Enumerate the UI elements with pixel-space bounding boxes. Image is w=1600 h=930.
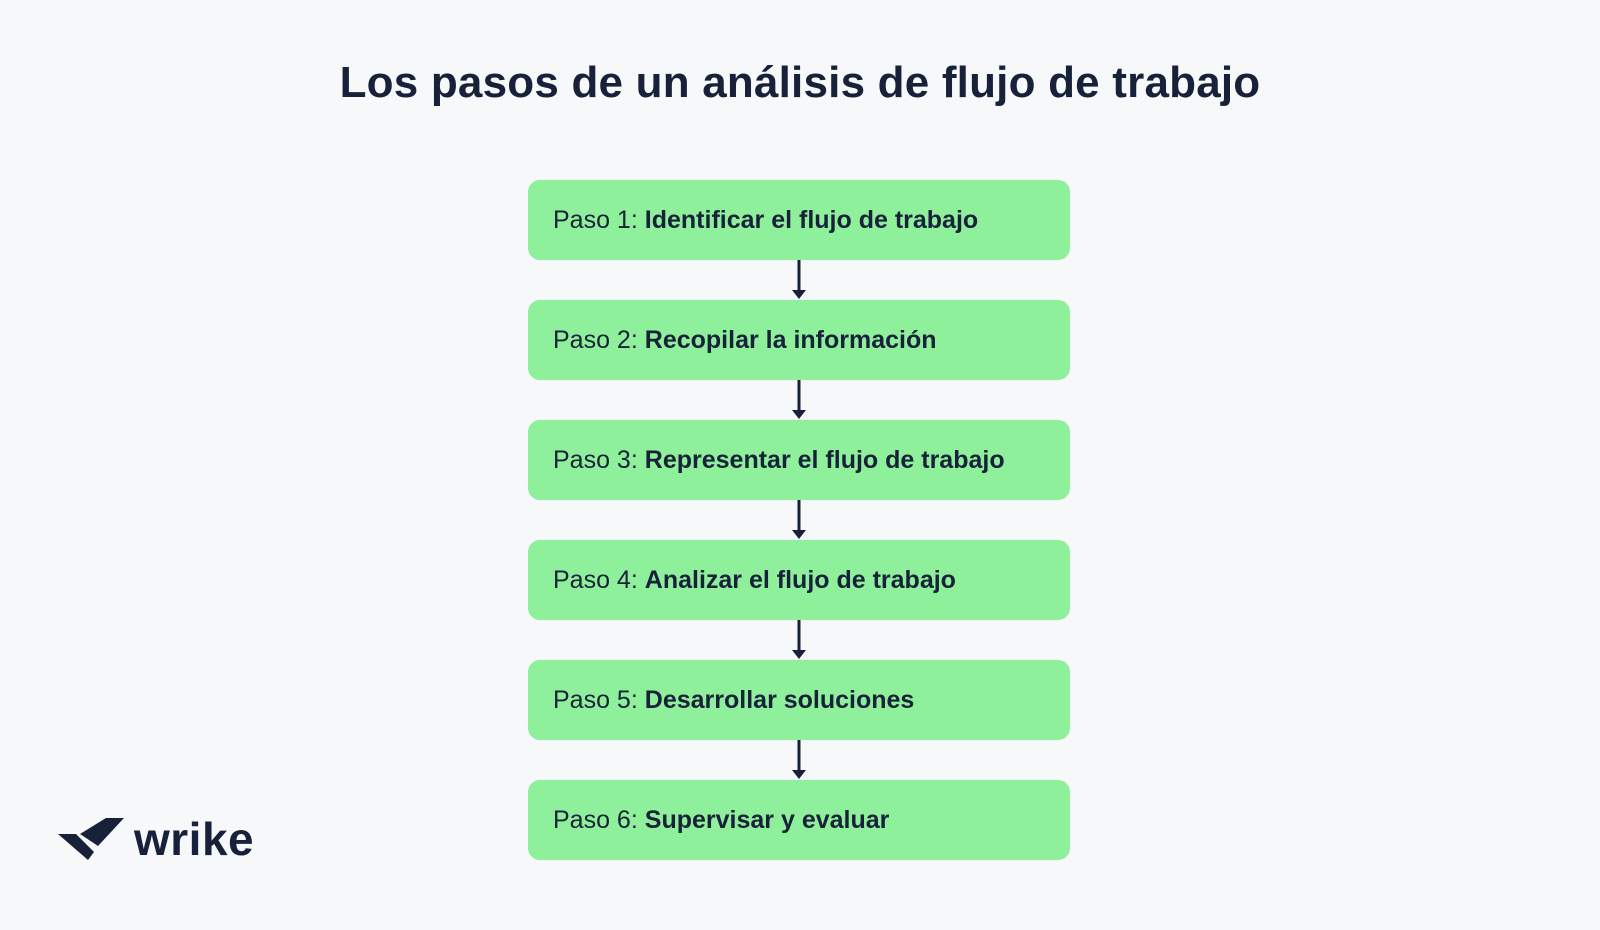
arrow-down-icon	[792, 740, 806, 779]
step-prefix: Paso 2:	[553, 325, 638, 354]
step-label: Desarrollar soluciones	[644, 685, 915, 714]
step-box-5: Paso 5: Desarrollar soluciones	[528, 660, 1070, 740]
step-box-1: Paso 1: Identificar el flujo de trabajo	[528, 180, 1070, 260]
wrike-check-icon	[58, 818, 124, 860]
step-box-3: Paso 3: Representar el flujo de trabajo	[528, 420, 1070, 500]
arrow-down-icon	[792, 380, 806, 419]
step-prefix: Paso 1:	[553, 205, 638, 234]
step-prefix: Paso 6:	[553, 805, 638, 834]
step-prefix: Paso 3:	[553, 445, 638, 474]
arrow-down-icon	[792, 500, 806, 539]
step-label: Analizar el flujo de trabajo	[644, 565, 956, 594]
step-label: Supervisar y evaluar	[644, 805, 890, 834]
step-label: Identificar el flujo de trabajo	[644, 205, 979, 234]
step-box-4: Paso 4: Analizar el flujo de trabajo	[528, 540, 1070, 620]
step-label: Representar el flujo de trabajo	[644, 445, 1005, 474]
page-title: Los pasos de un análisis de flujo de tra…	[339, 58, 1261, 107]
wrike-logo: wrike	[58, 816, 254, 862]
step-box-6: Paso 6: Supervisar y evaluar	[528, 780, 1070, 860]
step-prefix: Paso 5:	[553, 685, 638, 714]
step-box-2: Paso 2: Recopilar la información	[528, 300, 1070, 380]
step-label: Recopilar la información	[644, 325, 937, 354]
step-prefix: Paso 4:	[553, 565, 638, 594]
logo-text: wrike	[134, 813, 255, 865]
arrow-down-icon	[792, 620, 806, 659]
arrow-down-icon	[792, 260, 806, 299]
